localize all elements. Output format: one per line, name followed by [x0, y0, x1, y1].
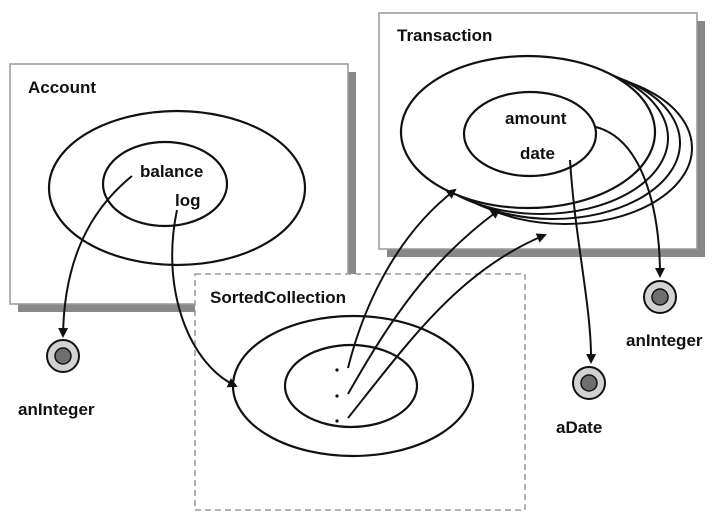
arrow-balance-to-aninteger: [58, 175, 133, 338]
log-label: log: [175, 191, 201, 210]
a-date-label: aDate: [556, 418, 602, 437]
transaction-outer-ellipse: [399, 54, 657, 210]
an-integer-left-inner-circle: [54, 347, 72, 365]
sorted-collection-title: SortedCollection: [210, 288, 346, 307]
account-title: Account: [28, 78, 96, 97]
transaction-title: Transaction: [397, 26, 492, 45]
an-integer-left-label: anInteger: [18, 400, 95, 419]
arrow-element1-to-transaction: [347, 188, 457, 369]
arrow-element2-to-transaction: [347, 208, 501, 395]
amount-label: amount: [505, 109, 567, 128]
arrow-element3-to-transaction: [347, 233, 547, 419]
sorted-collection-object: SortedCollection: [194, 273, 526, 511]
a-date-inner-circle: [580, 374, 598, 392]
arrow-amount-to-aninteger: [595, 126, 665, 278]
element-slot-3: [335, 419, 339, 423]
reference-arrows: [58, 126, 665, 419]
account-box: [9, 63, 349, 305]
account-outer-ellipse: [47, 109, 307, 267]
balance-label: balance: [140, 162, 203, 181]
sorted-collection-inner-ellipse: [283, 343, 419, 429]
an-integer-right-label: anInteger: [626, 331, 703, 350]
a-date-node: aDate: [556, 366, 606, 437]
an-integer-left-node: anInteger: [18, 339, 95, 419]
an-integer-right-node: anInteger: [626, 280, 703, 350]
arrow-log-to-sortedcollection: [171, 209, 238, 388]
sorted-collection-box: [194, 273, 526, 511]
account-inner-ellipse: [101, 140, 229, 228]
element-slot-2: [335, 394, 339, 398]
element-slot-1: [335, 368, 339, 372]
an-integer-right-inner-circle: [651, 288, 669, 306]
account-object: Account balance log: [9, 63, 356, 312]
transaction-object: Transaction amount date: [378, 12, 705, 257]
date-label: date: [520, 144, 555, 163]
arrow-date-to-adate: [569, 159, 597, 364]
transaction-inner-ellipse: [462, 90, 598, 178]
